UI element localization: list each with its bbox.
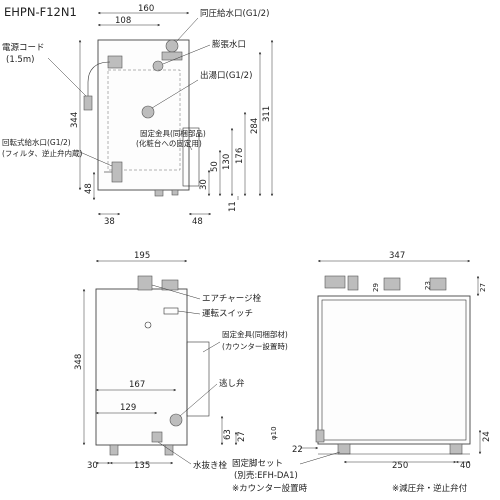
label-fixing-member: 固定金具(同梱部材): [222, 329, 288, 339]
label-power-cord-len: (1.5m): [6, 55, 34, 65]
leader-supply-port: [175, 17, 199, 43]
dim-27r: 27: [479, 283, 487, 292]
leader-fixing-legs: [299, 451, 341, 465]
dim-129: 129: [120, 403, 136, 413]
leg-icon: [337, 443, 351, 455]
plug-icon: [83, 95, 93, 111]
front-view: 160 108 344 48 38 48 311 284 176 130 50 …: [2, 4, 274, 227]
dim-50: 50: [210, 161, 220, 172]
dim-135: 135: [134, 461, 150, 471]
pipe-fitting-icon: [324, 275, 346, 289]
bottom-fitting-icon: [154, 189, 164, 197]
dim-11: 11: [228, 201, 238, 212]
label-supply-port: 同圧給水口(G1/2): [200, 8, 269, 19]
leader-air-plug: [151, 284, 201, 300]
dim-22: 22: [292, 445, 303, 455]
cord-gland-icon: [107, 55, 123, 69]
label-fixing-bracket: 固定金具(同梱部品): [140, 128, 206, 138]
dim-23: 23: [424, 281, 432, 290]
leg-icon: [164, 444, 174, 456]
air-plug-icon: [137, 275, 153, 291]
label-fixing-legs: 固定脚セット: [232, 458, 283, 469]
pipe-fitting-icon: [429, 277, 447, 291]
leader-fixing-bracket: [185, 139, 193, 151]
leg-icon: [109, 444, 119, 456]
dim-27: 27: [237, 431, 247, 442]
side-view: 195 348 167 129 63 27 30 135 エアチャージ栓 運転ス…: [74, 251, 288, 471]
dim-160: 160: [138, 4, 154, 14]
dim-176: 176: [235, 148, 245, 164]
model-title: EHPN-F12N1: [4, 5, 77, 19]
label-drain-plug: 水抜き栓: [193, 460, 228, 471]
dim-24: 24: [482, 431, 492, 442]
dim-311: 311: [262, 106, 272, 122]
dim-250: 250: [392, 461, 408, 471]
leader-outlet-port: [151, 79, 199, 109]
label-relief-valve: 逃し弁: [219, 378, 245, 389]
label-fixing-member-note: (カウンター設置時): [222, 341, 288, 351]
label-counter-note: ※カウンター設置時: [232, 483, 308, 494]
fixing-bracket-shape: [182, 127, 200, 187]
pipe-fitting-icon: [347, 275, 359, 291]
rotary-inlet-icon: [111, 161, 123, 183]
leader-rotary-inlet: [79, 151, 113, 167]
label-rotary-inlet: 回転式給水口(G1/2): [2, 137, 71, 147]
dim-48: 48: [84, 183, 94, 194]
dim-30s: 30: [87, 461, 98, 471]
dim-30: 30: [199, 179, 209, 190]
right-body: [317, 295, 471, 445]
dim-phi10: φ10: [270, 426, 278, 440]
bottom-fitting-icon: [171, 189, 179, 196]
leader-drain-plug: [157, 441, 192, 465]
label-fixing-bracket-note: (化粧台への固定用): [136, 138, 202, 148]
dim-284: 284: [250, 118, 260, 134]
dim-167: 167: [129, 380, 145, 390]
screw-icon: [144, 321, 152, 329]
label-outlet-port: 出湯口(G1/2): [200, 70, 252, 81]
dim-347: 347: [389, 251, 405, 261]
supply-valve-icon: [161, 51, 183, 61]
dim-29: 29: [372, 283, 380, 292]
label-fixing-legs-note: (別売:EFH-DA1): [234, 470, 298, 481]
dim-38: 38: [104, 217, 115, 227]
power-cord-line: [87, 61, 111, 96]
label-power-cord: 電源コード: [2, 43, 45, 53]
right-panel-outline: [321, 299, 467, 441]
side-fitting-icon: [315, 429, 325, 443]
expansion-port-icon: [152, 60, 164, 72]
label-rotary-inlet-note: (フィルタ、逆止弁内蔵): [2, 148, 83, 158]
leader-relief-valve: [179, 383, 218, 417]
leader-run-switch: [177, 310, 201, 315]
dim-63: 63: [223, 429, 233, 440]
relief-valve-icon: [169, 413, 183, 427]
label-run-switch: 運転スイッチ: [202, 309, 253, 319]
outlet-port-icon: [141, 105, 155, 119]
dim-108: 108: [115, 16, 131, 26]
dim-344: 344: [70, 112, 80, 128]
leader-fixing-member: [202, 341, 221, 353]
label-expansion-port: 膨張水口: [212, 39, 246, 50]
pipe-fitting-icon: [383, 277, 401, 291]
dim-48b: 48: [192, 217, 203, 227]
leader-power-cord: [47, 57, 87, 97]
right-view: 347 29 23 27 φ10 22 250 40 24 固定脚セット (別売…: [232, 251, 492, 494]
dim-348: 348: [74, 354, 84, 370]
dim-40: 40: [460, 461, 471, 471]
leg-icon: [449, 443, 463, 455]
dim-130: 130: [222, 154, 232, 170]
drain-plug-icon: [151, 431, 163, 443]
label-air-plug: エアチャージ栓: [202, 293, 262, 304]
leader-expansion-port: [162, 44, 211, 65]
label-valve-note: ※減圧弁・逆止弁付: [392, 483, 468, 494]
internal-tank-outline: [107, 69, 181, 171]
fixing-member-shape: [186, 341, 210, 417]
dim-195: 195: [134, 251, 150, 261]
